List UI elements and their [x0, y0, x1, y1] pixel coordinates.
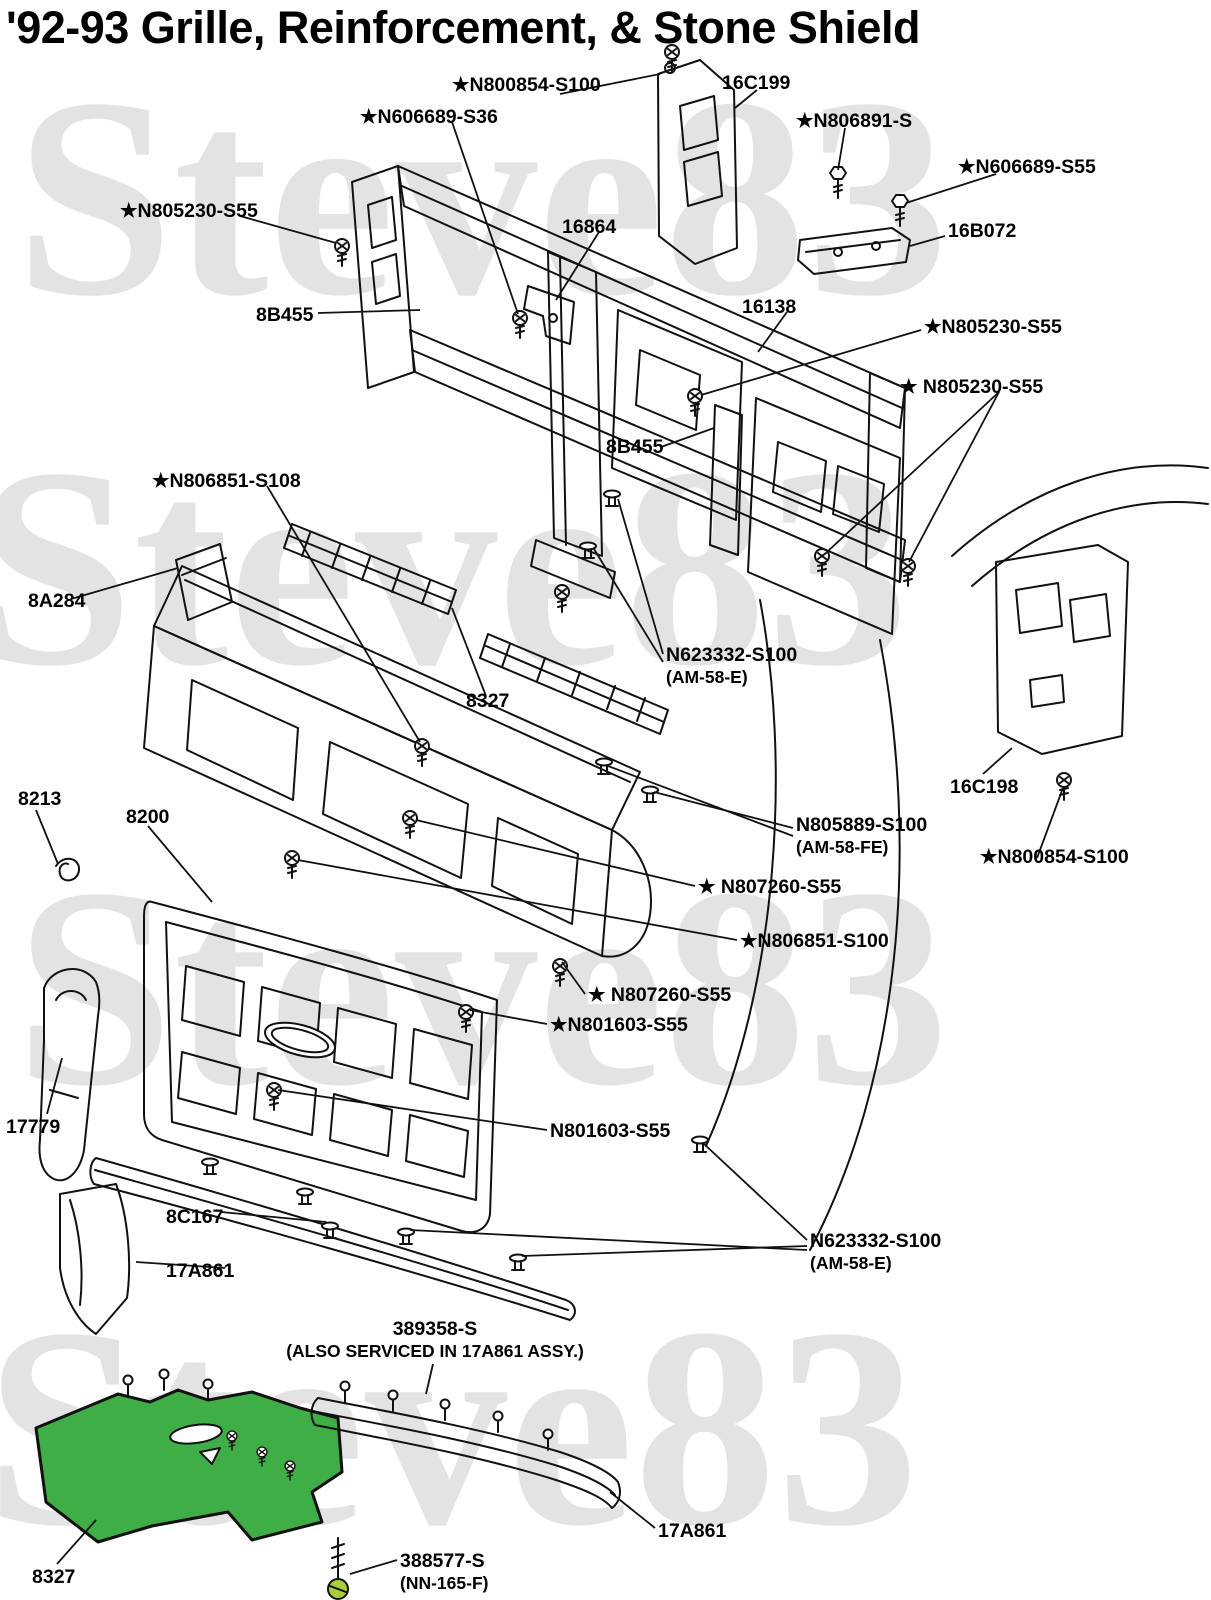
panel-16c198-art [995, 544, 1129, 755]
screw-icon [814, 548, 830, 577]
screw-icon [439, 1398, 451, 1421]
screw-icon [334, 238, 350, 267]
screw-icon [414, 738, 430, 767]
screw-icon [284, 850, 300, 879]
watermark-text: Steve83 [15, 39, 949, 355]
screw-388577-art [327, 1537, 349, 1600]
screw-icon [687, 388, 703, 417]
leader-lines [35, 73, 1064, 1575]
bolt-icon [829, 166, 847, 199]
clip-8213-art [55, 857, 80, 882]
valance-17a861-left-art [59, 1183, 131, 1335]
page-title: '92-93 Grille, Reinforcement, & Stone Sh… [6, 2, 920, 53]
screw-icon [202, 1378, 214, 1401]
stone-shield-shape [34, 1388, 344, 1544]
screw-icon [552, 958, 568, 987]
push-pin-icon [603, 489, 621, 507]
push-pin-icon [641, 785, 659, 803]
screw-icon [402, 810, 418, 839]
push-pin-icon [201, 1157, 219, 1175]
push-pin-icon [579, 541, 597, 559]
fender-outline-art [951, 464, 1209, 587]
radiator-support-art [351, 165, 906, 1251]
screw-icon [512, 310, 528, 339]
bracket-16b072-art [797, 227, 911, 275]
screw-icon [339, 1380, 351, 1403]
screw-icon [458, 1004, 474, 1033]
screw-icon [266, 1082, 282, 1111]
push-pin-icon [691, 1135, 709, 1153]
valance-17779-art [38, 968, 101, 1182]
seal-strips-8327-art [283, 523, 669, 735]
screw-icon [492, 1410, 504, 1433]
bracket-16c199-art [657, 59, 738, 265]
screw-icon [158, 1368, 170, 1391]
grille-8200-art [143, 900, 498, 1233]
screw-icon [900, 558, 916, 587]
screw-icon [554, 584, 570, 613]
screw-icon [122, 1374, 134, 1397]
stone-shield-8327-art [34, 1368, 344, 1544]
push-pin-icon [296, 1187, 314, 1205]
screw-icon [387, 1389, 399, 1412]
fastener-icons [201, 44, 1072, 1271]
air-deflector-389358-art [310, 1380, 621, 1509]
bolt-icon [891, 194, 909, 227]
grille-reinforcement-art [143, 543, 652, 958]
